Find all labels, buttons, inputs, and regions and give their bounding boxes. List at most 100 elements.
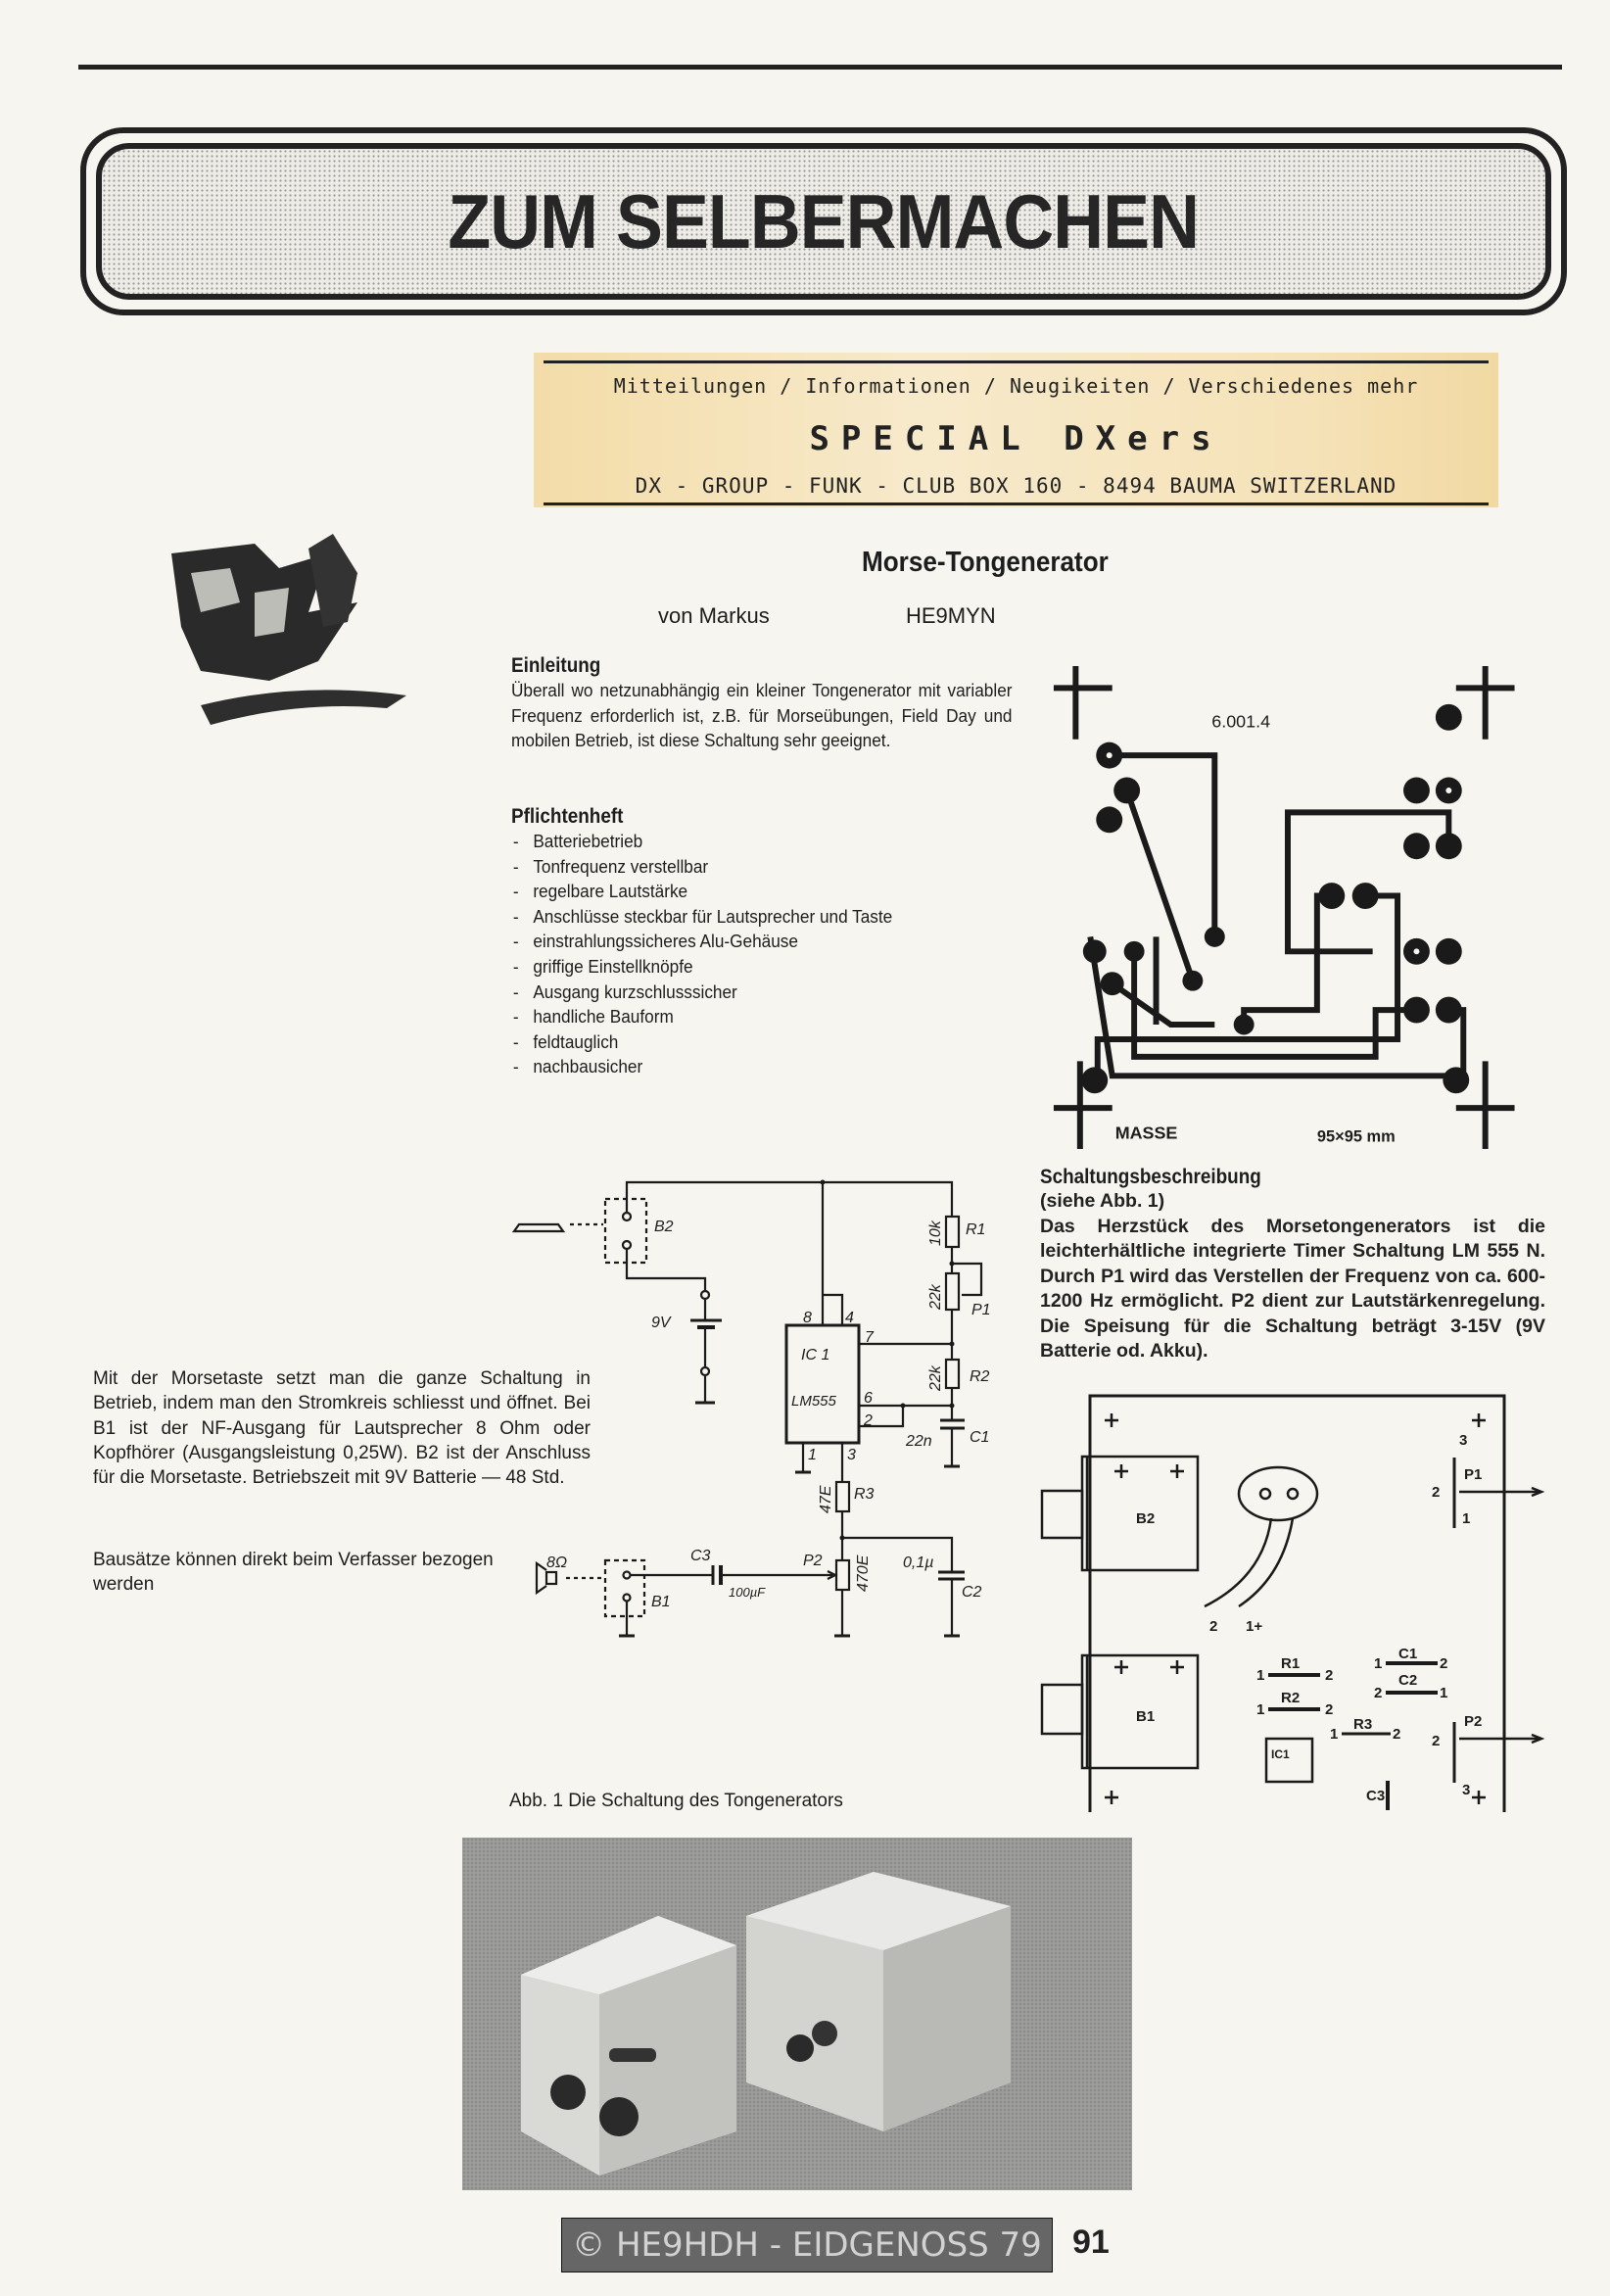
enclosures-photo (521, 1872, 1011, 2176)
club-rule-top (544, 360, 1489, 363)
label-r3: R3 (854, 1486, 875, 1503)
layout-pin: 1 (1256, 1667, 1264, 1684)
layout-pin: 1 (1256, 1701, 1264, 1718)
layout-b2: B2 (1136, 1510, 1155, 1527)
intro-text: Überall wo netzunabhängig ein kleiner To… (511, 680, 1013, 750)
label-b1: B1 (651, 1594, 671, 1610)
layout-pin: 1 (1330, 1726, 1338, 1743)
spec-item: griffige Einstellknöpfe (511, 954, 903, 980)
pcb-ground-label: MASSE (1115, 1124, 1178, 1143)
section-banner-inner: ZUM SELBERMACHEN (96, 143, 1551, 300)
sketch-illustration (171, 534, 406, 725)
circuit-schematic: B2 9V 8 4 7 IC 1 LM555 6 2 1 3 10k R1 22… (511, 1179, 991, 1638)
spec-item: Batteriebetrieb (511, 829, 903, 854)
pcb-code: 6.001.4 (1211, 712, 1270, 732)
layout-p2: P2 (1464, 1713, 1482, 1730)
desc-heading: Schaltungsbeschreibung (1040, 1166, 1261, 1188)
layout-b1: B1 (1136, 1708, 1155, 1725)
layout-pin: 1+ (1246, 1618, 1262, 1635)
layout-c1: C1 (1398, 1646, 1417, 1662)
layout-p1: P1 (1464, 1466, 1482, 1483)
label-c3: C3 (690, 1548, 711, 1564)
label-pin1: 1 (808, 1447, 817, 1463)
club-header: Mitteilungen / Informationen / Neugikeit… (534, 353, 1498, 507)
label-c3-value: 100µF (729, 1585, 766, 1600)
spec-item: handliche Bauform (511, 1004, 903, 1029)
label-r2: R2 (970, 1368, 990, 1385)
label-pin6: 6 (864, 1390, 873, 1407)
layout-pin: 2 (1432, 1733, 1440, 1749)
club-rule-bottom (544, 502, 1489, 505)
label-ic1: IC 1 (801, 1347, 829, 1363)
spec-item: regelbare Lautstärke (511, 879, 903, 904)
article-callsign: HE9MYN (906, 603, 996, 628)
figure-caption: Abb. 1 Die Schaltung des Tongenerators (509, 1791, 843, 1811)
spec-list: Batteriebetrieb Tonfrequenz verstellbar … (511, 829, 932, 1079)
layout-r3: R3 (1353, 1716, 1372, 1733)
layout-pin: 3 (1459, 1432, 1467, 1449)
club-logo: SPECIAL DXers (809, 419, 1223, 458)
label-pin2: 2 (863, 1412, 873, 1429)
label-r2-value: 22k (927, 1364, 944, 1392)
spec-item: feldtauglich (511, 1029, 903, 1055)
club-address: DX - GROUP - FUNK - CLUB BOX 160 - 8494 … (635, 474, 1397, 498)
layout-pin: 2 (1374, 1685, 1382, 1701)
layout-r1: R1 (1281, 1655, 1300, 1672)
label-pin8: 8 (803, 1310, 812, 1326)
spec-item: Anschlüsse steckbar für Lautsprecher und… (511, 904, 903, 930)
product-photo (462, 1838, 1132, 2190)
label-c2-value: 0,1µ (903, 1555, 933, 1571)
section-title: ZUM SELBERMACHEN (448, 177, 1201, 264)
intro-heading: Einleitung (511, 654, 601, 677)
article-author: von Markus (658, 603, 770, 628)
label-pin4: 4 (845, 1310, 854, 1326)
spec-heading: Pflichtenheft (511, 805, 624, 828)
label-p2: P2 (803, 1553, 823, 1569)
layout-pin: 2 (1325, 1701, 1333, 1718)
desc-text: Das Herzstück des Morsetongenerators ist… (1040, 1215, 1545, 1363)
component-layout: B2 B1 R1 R2 R3 C1 C2 C3 IC1 P1 P2 3 2 1 … (1040, 1394, 1545, 1812)
kits-text: Bausätze können direkt beim Verfasser be… (93, 1550, 494, 1596)
circuit-description: Schaltungsbeschreibung (siehe Abb. 1) Da… (1040, 1166, 1545, 1364)
label-pin3: 3 (847, 1447, 856, 1463)
desc-sub: (siehe Abb. 1) (1040, 1190, 1165, 1212)
spec-item: einstrahlungssicheres Alu-Gehäuse (511, 929, 903, 954)
spec-item: Ausgang kurzschlusssicher (511, 980, 903, 1005)
operation-text: Mit der Morsetaste setzt man die ganze S… (93, 1368, 591, 1489)
layout-pin: 2 (1432, 1484, 1440, 1501)
section-banner: ZUM SELBERMACHEN (80, 127, 1567, 315)
pcb-layout: 6.001.4 MASSE 95×95 mm (1053, 666, 1515, 1149)
layout-pin: 3 (1462, 1782, 1470, 1798)
layout-r2: R2 (1281, 1690, 1300, 1706)
label-r1: R1 (966, 1221, 985, 1238)
label-c2: C2 (962, 1584, 982, 1601)
layout-pin: 2 (1440, 1655, 1447, 1672)
label-r3-value: 47E (818, 1485, 834, 1513)
layout-pin: 1 (1440, 1685, 1447, 1701)
label-speaker: 8Ω (546, 1555, 567, 1571)
layout-pin: 1 (1374, 1655, 1382, 1672)
layout-pin: 2 (1325, 1667, 1333, 1684)
label-9v: 9V (651, 1315, 672, 1331)
label-c1: C1 (970, 1429, 989, 1446)
layout-pin: 1 (1462, 1510, 1470, 1527)
layout-c3: C3 (1366, 1788, 1385, 1804)
pcb-size: 95×95 mm (1317, 1128, 1396, 1146)
article-title: Morse-Tongenerator (862, 547, 1109, 578)
spec-item: nachbausicher (511, 1054, 903, 1079)
label-p1-value: 22k (927, 1283, 944, 1311)
spec-section: Pflichtenheft Batteriebetrieb Tonfrequen… (511, 805, 1020, 1079)
label-b2: B2 (654, 1219, 674, 1235)
label-p2-value: 470E (855, 1555, 872, 1592)
label-r1-value: 10k (927, 1220, 944, 1246)
layout-c2: C2 (1398, 1672, 1417, 1689)
top-rule (78, 65, 1562, 70)
intro-section: Einleitung Überall wo netzunabhängig ein… (511, 654, 1016, 753)
label-lm555: LM555 (791, 1393, 837, 1410)
label-p1: P1 (971, 1302, 991, 1318)
club-tagline: Mitteilungen / Informationen / Neugikeit… (613, 374, 1419, 398)
label-pin7: 7 (865, 1329, 875, 1346)
label-c1-value: 22n (905, 1433, 932, 1450)
spec-item: Tonfrequenz verstellbar (511, 854, 903, 880)
copyright-watermark: © HE9HDH - EIDGENOSS 79 (561, 2218, 1053, 2272)
